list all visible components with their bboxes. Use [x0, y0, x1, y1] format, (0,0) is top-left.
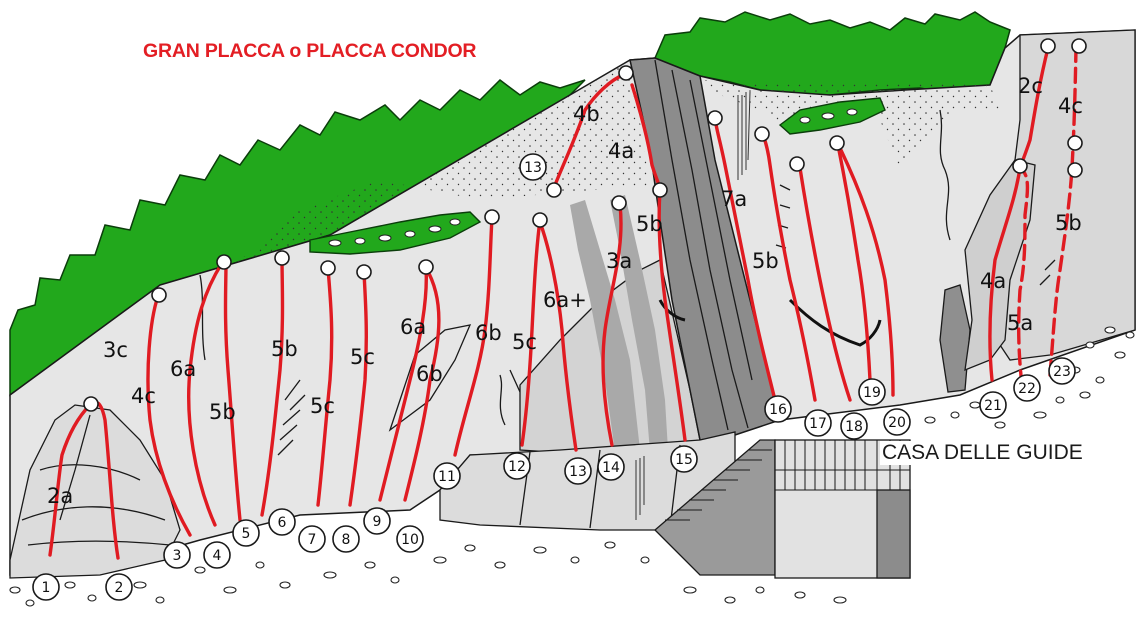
grade-label: 6b: [475, 321, 502, 345]
grade-label: 5b: [752, 249, 779, 273]
grade-label: 5b: [1055, 211, 1082, 235]
route-number-23: 23: [1049, 358, 1075, 384]
grade-label: 4c: [131, 384, 156, 408]
route-number-7: 7: [299, 526, 325, 552]
svg-text:16: 16: [769, 402, 787, 418]
casa-delle-guide-label: CASA DELLE GUIDE: [880, 441, 1085, 465]
grade-label: 4c: [1058, 94, 1083, 118]
grade-label: 3c: [103, 338, 128, 362]
route-number-13-upper: 13: [520, 154, 546, 180]
svg-text:13: 13: [524, 160, 542, 176]
grade-label: 5c: [512, 330, 537, 354]
grade-label: 6a: [400, 315, 426, 339]
grade-label: 5c: [310, 394, 335, 418]
grade-label: 6a: [170, 357, 196, 381]
grade-label: 4a: [608, 139, 634, 163]
route-number-13: 13: [565, 458, 591, 484]
svg-text:15: 15: [675, 452, 693, 468]
route-number-21: 21: [980, 392, 1006, 418]
route-number-10: 10: [397, 526, 423, 552]
topo-title: GRAN PLACCA o PLACCA CONDOR: [143, 40, 476, 63]
grade-label: 6a+: [543, 288, 587, 312]
grade-label: 5b: [209, 400, 236, 424]
route-number-4: 4: [204, 542, 230, 568]
route-number-14: 14: [598, 454, 624, 480]
svg-text:21: 21: [984, 398, 1002, 414]
route-number-2: 2: [106, 574, 132, 600]
svg-text:18: 18: [845, 419, 863, 435]
grade-label: 6b: [416, 362, 443, 386]
grade-label: 5b: [636, 212, 663, 236]
route-number-17: 17: [805, 410, 831, 436]
route-number-12: 12: [504, 453, 530, 479]
svg-text:5: 5: [242, 526, 251, 542]
grade-label: 4b: [573, 102, 600, 126]
svg-text:2: 2: [115, 580, 124, 596]
svg-text:17: 17: [809, 416, 827, 432]
grade-label: 5b: [271, 337, 298, 361]
route-number-11: 11: [434, 463, 460, 489]
route-number-8: 8: [333, 526, 359, 552]
svg-text:22: 22: [1018, 381, 1036, 397]
grade-label: 7a: [721, 187, 747, 211]
svg-text:13: 13: [569, 464, 587, 480]
svg-text:14: 14: [602, 460, 620, 476]
route-number-22: 22: [1014, 375, 1040, 401]
svg-text:7: 7: [308, 532, 317, 548]
svg-text:1: 1: [42, 580, 51, 596]
svg-text:8: 8: [342, 532, 351, 548]
route-number-6: 6: [269, 509, 295, 535]
svg-text:12: 12: [508, 459, 526, 475]
svg-text:19: 19: [863, 385, 881, 401]
svg-text:3: 3: [173, 548, 182, 564]
route-number-20: 20: [884, 409, 910, 435]
grade-label: 2a: [47, 484, 73, 508]
route-number-15: 15: [671, 446, 697, 472]
svg-text:6: 6: [278, 515, 287, 531]
svg-text:4: 4: [213, 548, 222, 564]
route-number-9: 9: [364, 508, 390, 534]
grade-label: 4a: [980, 269, 1006, 293]
svg-text:20: 20: [888, 415, 906, 431]
grade-label: 5a: [1007, 311, 1033, 335]
route-number-16: 16: [765, 396, 791, 422]
svg-text:23: 23: [1053, 364, 1071, 380]
route-number-1: 1: [33, 574, 59, 600]
route-number-5: 5: [233, 520, 259, 546]
grade-label: 2c: [1018, 74, 1043, 98]
svg-text:10: 10: [401, 532, 419, 548]
svg-text:9: 9: [373, 514, 382, 530]
route-number-3: 3: [164, 542, 190, 568]
grade-label: 5c: [350, 345, 375, 369]
grade-label: 3a: [606, 249, 632, 273]
route-number-18: 18: [841, 413, 867, 439]
route-number-19: 19: [859, 379, 885, 405]
svg-text:11: 11: [438, 469, 456, 485]
